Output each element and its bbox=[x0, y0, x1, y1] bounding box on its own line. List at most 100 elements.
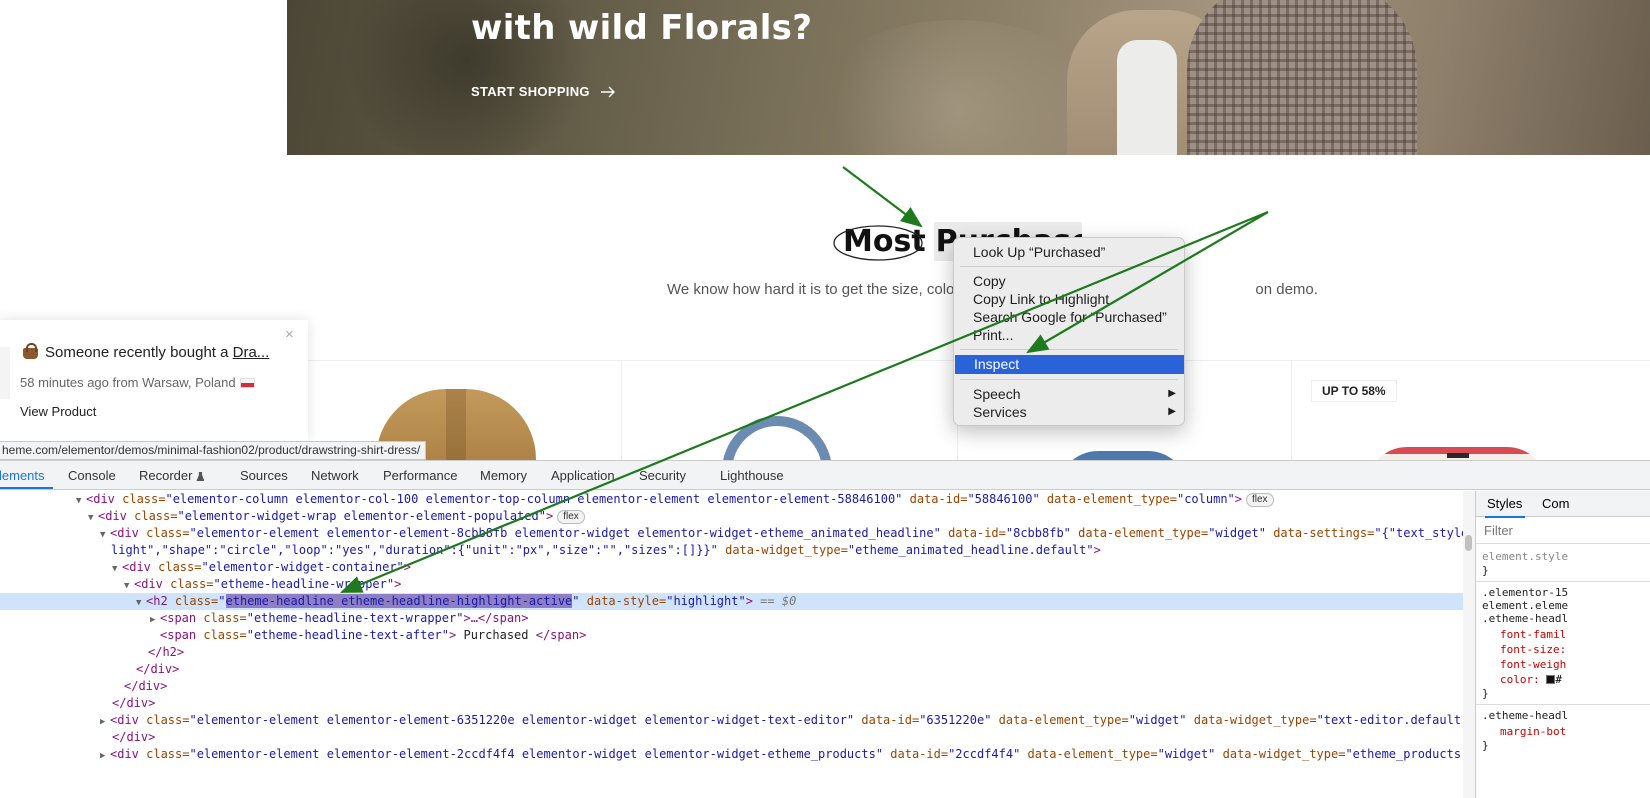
expand-triangle-icon[interactable]: ▼ bbox=[124, 581, 130, 591]
dom-attr-value: "highlight" bbox=[666, 594, 746, 608]
product-card[interactable] bbox=[621, 360, 957, 460]
menu-item-copy-link-to-highlight[interactable]: Copy Link to Highlight bbox=[973, 291, 1110, 307]
popup-product-link[interactable]: Dra... bbox=[232, 344, 270, 361]
dom-node[interactable]: ▼<div class="elementor-widget-wrap eleme… bbox=[0, 508, 1463, 525]
dom-attr-name: data-element_type= bbox=[1070, 526, 1209, 540]
dom-node[interactable]: ▶<span class="etheme-headline-text-wrapp… bbox=[0, 610, 1463, 627]
dom-attr-value: "text-editor.default" bbox=[1316, 713, 1463, 727]
dom-node-selected[interactable]: ▼<h2 class="etheme-headline etheme-headl… bbox=[0, 593, 1463, 610]
dom-node[interactable]: </div> bbox=[0, 729, 1463, 746]
dom-node[interactable]: ▶<div class="elementor-element elementor… bbox=[0, 712, 1463, 729]
dom-tag: <div bbox=[98, 509, 135, 523]
dom-attr-value: "etheme-headline-text-after" bbox=[246, 628, 450, 642]
expand-triangle-icon[interactable]: ▼ bbox=[112, 564, 118, 574]
dom-node[interactable]: </div> bbox=[0, 695, 1463, 712]
style-rule-selector: .etheme-headl bbox=[1482, 709, 1569, 722]
dom-node[interactable]: </div> bbox=[0, 678, 1463, 695]
dom-attr-name: class= bbox=[146, 713, 190, 727]
dom-attr-value: "widget" bbox=[1157, 747, 1216, 761]
dom-node[interactable]: </h2> bbox=[0, 644, 1463, 661]
tab-computed[interactable]: Com bbox=[1542, 496, 1570, 511]
color-swatch-icon[interactable] bbox=[1546, 675, 1556, 684]
dom-tag: <div bbox=[134, 577, 171, 591]
recent-purchase-popup: × Someone recently bought a Dra... 58 mi… bbox=[0, 320, 308, 442]
dom-attr-name: data-id= bbox=[854, 713, 920, 727]
dom-attr-value: "58846100" bbox=[967, 492, 1040, 506]
tab-application[interactable]: Application bbox=[551, 468, 615, 483]
menu-item-services[interactable]: Services▶ bbox=[954, 403, 1184, 421]
style-property-color[interactable]: color: # bbox=[1500, 673, 1562, 686]
collapsed-triangle-icon[interactable]: ▶ bbox=[150, 615, 156, 625]
tab-sources[interactable]: Sources bbox=[240, 468, 288, 483]
dom-attr-name: data-widget_type= bbox=[1186, 713, 1317, 727]
dom-node[interactable]: <span class="etheme-headline-text-after"… bbox=[0, 627, 1463, 644]
style-property-name: color: bbox=[1500, 673, 1540, 686]
dom-tag: </div> bbox=[136, 662, 180, 676]
expand-triangle-icon[interactable]: ▼ bbox=[100, 530, 106, 540]
hero-title: with wild Florals? bbox=[471, 8, 813, 48]
dom-node-continuation: light","shape":"circle","loop":"yes","du… bbox=[0, 542, 1463, 559]
dom-attr-name: data-element_type= bbox=[1039, 492, 1177, 506]
menu-separator bbox=[960, 379, 1178, 380]
tab-styles[interactable]: Styles bbox=[1484, 496, 1526, 518]
menu-item-copy[interactable]: Copy bbox=[973, 273, 1006, 289]
expand-triangle-icon[interactable]: ▼ bbox=[76, 496, 82, 506]
menu-item-services-label: Services bbox=[973, 404, 1027, 420]
popup-time: 58 minutes ago from Warsaw, Poland bbox=[20, 375, 255, 390]
styles-tabbar: Styles Com bbox=[1476, 491, 1650, 518]
close-icon[interactable]: × bbox=[285, 326, 294, 343]
collapsed-triangle-icon[interactable]: ▶ bbox=[100, 717, 106, 727]
subtext-start: We know how hard it is to get the size, … bbox=[667, 281, 960, 298]
flex-badge[interactable]: flex bbox=[557, 510, 585, 524]
start-shopping-label: START SHOPPING bbox=[471, 84, 590, 99]
product-image-striped-tee bbox=[1367, 447, 1547, 460]
tab-elements[interactable]: lements bbox=[0, 468, 45, 483]
styles-filter-input[interactable]: Filter bbox=[1476, 518, 1650, 544]
view-product-link[interactable]: View Product bbox=[20, 404, 97, 419]
dom-tag: <h2 bbox=[146, 594, 175, 608]
poland-flag-icon bbox=[239, 378, 255, 388]
menu-item-inspect[interactable]: Inspect bbox=[955, 355, 1184, 374]
tab-recorder[interactable]: Recorder bbox=[139, 468, 205, 483]
style-rule-selector: .etheme-headl bbox=[1482, 612, 1569, 625]
dom-node[interactable]: ▼<div class="elementor-element elementor… bbox=[0, 525, 1463, 542]
style-property[interactable]: font-weigh bbox=[1500, 658, 1567, 671]
tab-network[interactable]: Network bbox=[311, 468, 359, 483]
scrollbar-thumb[interactable] bbox=[1465, 535, 1472, 551]
style-rule-close: } bbox=[1482, 739, 1489, 752]
menu-item-look-up[interactable]: Look Up “Purchased” bbox=[973, 244, 1106, 260]
style-property[interactable]: margin-bot bbox=[1500, 725, 1567, 738]
dom-tag: > bbox=[403, 560, 412, 574]
tab-security[interactable]: Security bbox=[639, 468, 686, 483]
menu-separator bbox=[960, 349, 1178, 350]
dom-attr-name: class= bbox=[134, 509, 178, 523]
dom-node[interactable]: </div> bbox=[0, 661, 1463, 678]
dom-node[interactable]: ▼<div class="elementor-column elementor-… bbox=[0, 491, 1463, 508]
style-property[interactable]: font-famil bbox=[1500, 628, 1567, 641]
collapsed-triangle-icon[interactable]: ▶ bbox=[100, 751, 106, 761]
expand-triangle-icon[interactable]: ▼ bbox=[88, 513, 94, 523]
dom-attr-value: "2ccdf4f4" bbox=[948, 747, 1021, 761]
expand-triangle-icon[interactable]: ▼ bbox=[136, 598, 142, 608]
dom-tag: > bbox=[545, 509, 554, 523]
start-shopping-link[interactable]: START SHOPPING bbox=[471, 84, 616, 99]
dom-node[interactable]: ▼<div class="elementor-widget-container"… bbox=[0, 559, 1463, 576]
dom-node[interactable]: ▼<div class="etheme-headline-wrapper"> bbox=[0, 576, 1463, 593]
flex-badge[interactable]: flex bbox=[1246, 493, 1274, 507]
style-property[interactable]: font-size: bbox=[1500, 643, 1567, 656]
product-card[interactable]: UP TO 58% bbox=[1291, 360, 1650, 460]
dom-tag: > bbox=[449, 628, 457, 642]
dom-node[interactable]: ▶<div class="elementor-element elementor… bbox=[0, 746, 1463, 763]
dom-attr-name: class= bbox=[174, 594, 219, 608]
menu-item-speech[interactable]: Speech▶ bbox=[954, 385, 1184, 403]
tab-memory[interactable]: Memory bbox=[480, 468, 527, 483]
menu-item-print[interactable]: Print... bbox=[973, 327, 1014, 343]
dom-tree-scrollbar[interactable] bbox=[1463, 491, 1475, 798]
dom-attr-name: class= bbox=[146, 747, 190, 761]
menu-item-search-google[interactable]: Search Google for “Purchased” bbox=[973, 309, 1167, 325]
submenu-arrow-icon: ▶ bbox=[1168, 388, 1176, 399]
style-rule-close: } bbox=[1482, 564, 1489, 577]
tab-performance[interactable]: Performance bbox=[383, 468, 458, 483]
tab-lighthouse[interactable]: Lighthouse bbox=[720, 468, 784, 483]
tab-console[interactable]: Console bbox=[68, 468, 116, 483]
